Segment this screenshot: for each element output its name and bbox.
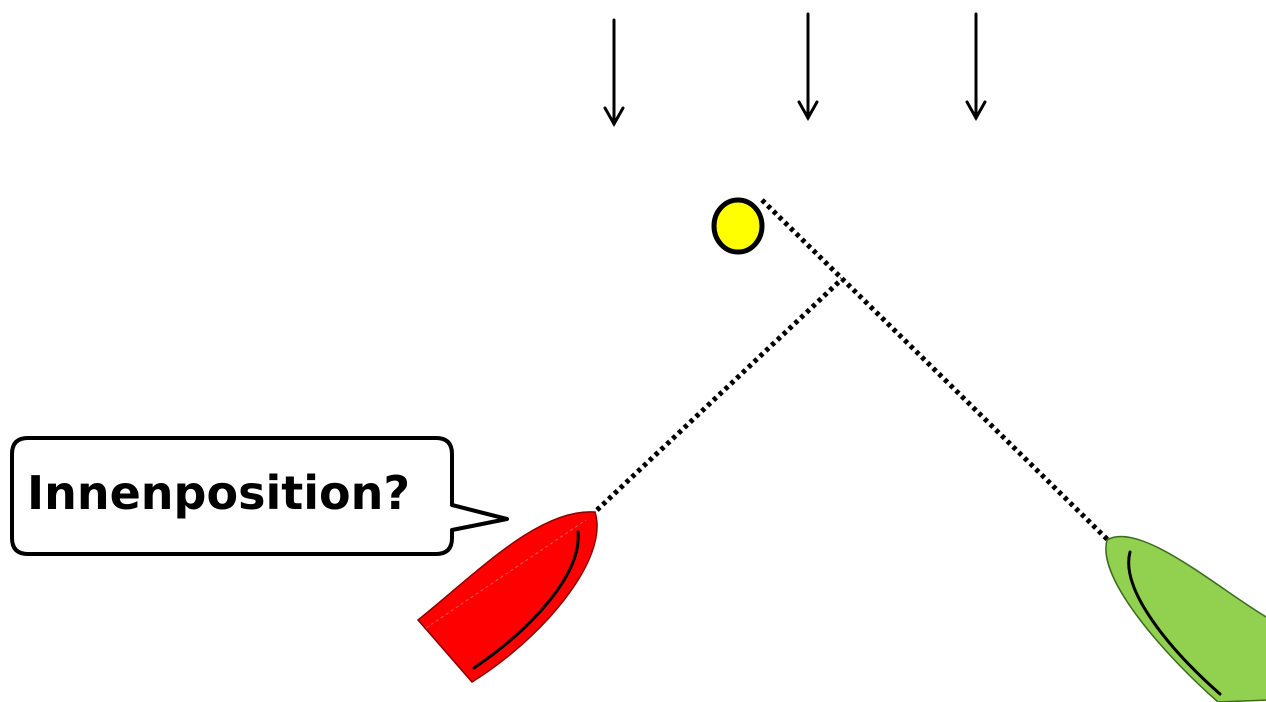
- callout-text: Innenposition?: [27, 466, 410, 520]
- wind-arrow-icon: [797, 12, 819, 122]
- wind-arrows: [603, 12, 987, 128]
- callout-bubble: Innenposition?: [10, 436, 509, 556]
- laylines: [595, 198, 1114, 546]
- yellow-buoy-icon: [711, 197, 765, 255]
- layline-red-boat-to-intersection: [595, 277, 844, 512]
- wind-arrow-icon: [965, 12, 987, 122]
- green-boat-icon: [1105, 535, 1266, 702]
- layline-mark-to-green-boat: [760, 198, 1114, 546]
- red-boat-icon: [416, 511, 598, 683]
- wind-arrow-icon: [603, 18, 625, 128]
